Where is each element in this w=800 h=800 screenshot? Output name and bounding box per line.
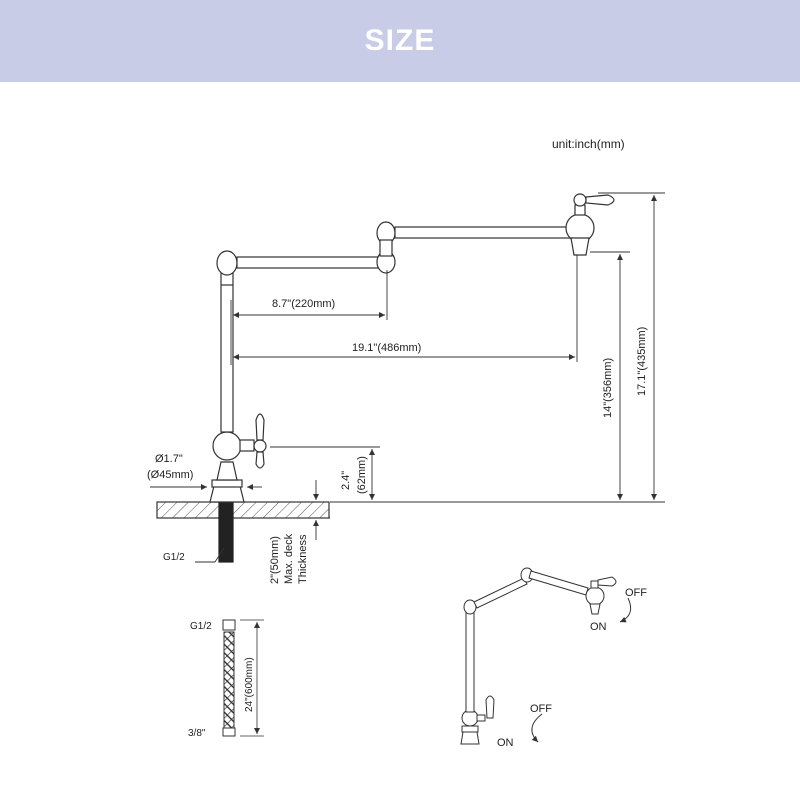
op-bottom-on-label: ON (497, 737, 514, 749)
base-ring (211, 479, 243, 488)
swivel-joint-1 (216, 250, 238, 276)
handle-lever-bottom (255, 451, 265, 469)
spout-arm-1 (236, 256, 382, 269)
rotation-arrows (531, 597, 632, 743)
op-riser (465, 611, 475, 713)
dim-handle-height-mm: (62mm) (356, 456, 368, 494)
outlet-handle-lever (585, 194, 615, 206)
spout-arm-2 (394, 226, 572, 239)
op-bottom-off-label: OFF (530, 703, 552, 715)
op-top-off-label: OFF (625, 587, 647, 599)
faucet-main-drawing (156, 193, 615, 563)
op-arm-1 (473, 577, 528, 609)
handle-lever-top (255, 413, 265, 441)
dim-deck-line3: Thickness (297, 534, 309, 584)
hose-bottom-nut (222, 727, 236, 737)
hose-bottom-label: 3/8" (188, 728, 206, 739)
hose-length: 24"(600mm) (244, 657, 255, 712)
hose-drawing (222, 619, 264, 737)
outlet-handle-hub (573, 193, 587, 207)
unit-note: unit:inch(mm) (552, 137, 625, 151)
header-banner: SIZE (0, 0, 800, 82)
op-upper-handle (597, 576, 617, 587)
handle-hub (253, 439, 267, 453)
page-title: SIZE (364, 24, 436, 57)
valve-body (212, 431, 242, 461)
op-top-on-label: ON (590, 621, 607, 633)
faucet-base (209, 485, 245, 503)
dim-total-height: 17.1"(435mm) (636, 327, 648, 396)
op-outlet-valve (585, 586, 605, 606)
handle-stem (239, 439, 255, 452)
dim-base-diameter-mm: (Ø45mm) (147, 469, 193, 481)
thread-label: G1/2 (163, 552, 185, 563)
hose-top-nut (222, 619, 236, 631)
operation-drawing (460, 567, 617, 745)
dim-handle-height-inch: 2.4" (340, 471, 352, 490)
op-arm-2 (528, 570, 589, 596)
dim-total-reach: 19.1"(486mm) (352, 342, 421, 354)
dim-deck-line1: 2"(50mm) (269, 536, 281, 584)
dim-spout-joint: 8.7"(220mm) (272, 298, 335, 310)
dim-outlet-height: 14"(356mm) (602, 358, 614, 418)
dim-deck-line2: Max. deck (283, 533, 295, 584)
op-lower-handle (485, 695, 495, 719)
dim-base-diameter-inch: Ø1.7" (155, 453, 183, 465)
deck-section (156, 501, 330, 519)
dimension-lines (150, 192, 665, 563)
braided-hose (223, 631, 235, 729)
op-base (460, 731, 480, 745)
base-neck (216, 461, 238, 481)
hose-top-label: G1/2 (190, 621, 212, 632)
outlet-nozzle (570, 237, 590, 256)
